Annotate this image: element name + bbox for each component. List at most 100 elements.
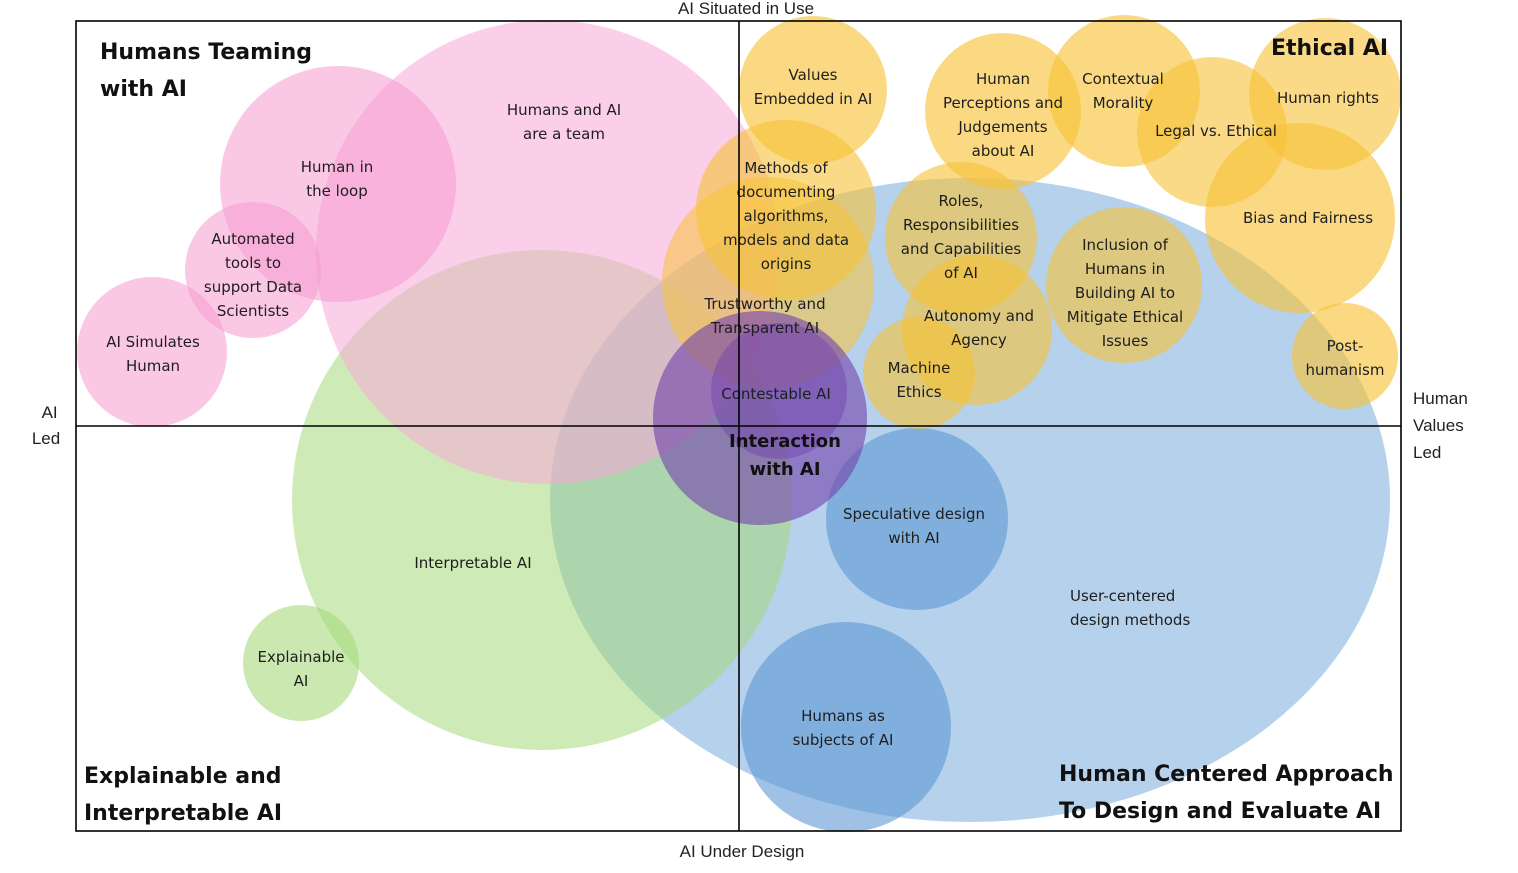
bubble-label-post-humanism: Post-humanism	[1306, 337, 1385, 379]
bubble-label-legal-vs-ethical: Legal vs. Ethical	[1155, 122, 1277, 140]
axis-bottom-label: AI Under Design	[680, 842, 805, 861]
bubble-label-line: Explainable	[257, 648, 344, 666]
bubble-label-line: Speculative design	[843, 505, 985, 523]
bubble-label-line: Machine	[888, 359, 951, 377]
bubble-speculative-design	[826, 428, 1008, 610]
quadrant-title-line: Human Centered Approach	[1059, 762, 1394, 787]
quadrant-title-line: To Design and Evaluate AI	[1059, 799, 1381, 824]
bubble-label-line: Humans as	[801, 707, 885, 725]
axis-left-line: Led	[32, 429, 60, 448]
quadrant-title-humans-teaming: Humans Teaming with AI	[100, 40, 320, 102]
axis-top-label: AI Situated in Use	[678, 0, 814, 18]
bubble-label-line: Contestable AI	[721, 385, 831, 403]
bubble-label-line: about AI	[972, 142, 1035, 160]
bubble-label-line: Automated	[211, 230, 294, 248]
bubble-label-line: Ethics	[896, 383, 941, 401]
bubble-label-user-centered-design-methods: User-centered design methods	[1070, 587, 1190, 629]
bubble-label-line: are a team	[523, 125, 605, 143]
axis-right-line: Led	[1413, 443, 1441, 462]
quadrant-title-human-centered: Human Centered Approach To Design and Ev…	[1059, 762, 1401, 824]
axis-left-line: AI	[42, 403, 58, 422]
bubble-label-humans-and-ai-are-a-team: Humans and AI are a team	[507, 101, 621, 143]
bubble-label-line: algorithms,	[744, 207, 829, 225]
bubble-label-line: with AI	[888, 529, 939, 547]
bubble-label-line: Roles,	[939, 192, 984, 210]
bubble-label-line: Transparent AI	[710, 319, 819, 337]
quadrant-title-ethical-ai: Ethical AI	[1271, 36, 1388, 61]
bubble-label-line: Mitigate Ethical	[1067, 308, 1183, 326]
bubble-label-line: origins	[761, 255, 812, 273]
bubble-label-line: models and data	[723, 231, 849, 249]
bubble-label-line: with AI	[749, 459, 820, 480]
axis-left-label: AI Led	[32, 403, 63, 448]
bubble-label-line: Legal vs. Ethical	[1155, 122, 1277, 140]
quadrant-title-explainable-interpretable: Explainable and Interpretable AI	[84, 764, 289, 826]
axis-right-line: Values	[1413, 416, 1464, 435]
bubble-label-interaction-with-ai: Interaction with AI	[729, 431, 841, 480]
bubble-label-line: Humans and AI	[507, 101, 621, 119]
bubble-label-line: the loop	[306, 182, 367, 200]
bubble-label-line: Issues	[1102, 332, 1149, 350]
bubble-label-line: Agency	[951, 331, 1007, 349]
bubble-label-human-in-the-loop: Human in the loop	[301, 158, 374, 200]
bubble-label-line: documenting	[737, 183, 836, 201]
bubble-label-line: Human rights	[1277, 89, 1379, 107]
bubble-interaction-with-ai	[653, 311, 867, 525]
bubble-label-line: Contextual	[1082, 70, 1164, 88]
bubble-ai-simulates-human	[77, 277, 227, 427]
bubble-post-humanism	[1292, 303, 1398, 409]
bubble-label-line: Interpretable AI	[414, 554, 531, 572]
axis-right-line: Human	[1413, 389, 1468, 408]
axis-right-label: Human Values Led	[1413, 389, 1473, 462]
bubble-label-line: Judgements	[957, 118, 1047, 136]
bubble-label-line: AI	[294, 672, 309, 690]
bubble-label-line: support Data	[204, 278, 302, 296]
bubble-label-line: Methods of	[744, 159, 828, 177]
bubble-label-line: Trustworthy and	[703, 295, 825, 313]
bubble-human-perceptions	[925, 33, 1081, 189]
bubble-label-line: AI Simulates	[106, 333, 200, 351]
quadrant-title-line: Interpretable AI	[84, 801, 282, 826]
quadrant-title-line: Humans Teaming	[100, 40, 312, 65]
bubble-automated-tools	[185, 202, 321, 338]
bubble-label-speculative-design: Speculative design with AI	[843, 505, 985, 547]
bubble-label-line: tools to	[225, 254, 281, 272]
bubble-label-humans-as-subjects: Humans as subjects of AI	[793, 707, 894, 749]
bubble-label-line: User-centered	[1070, 587, 1175, 605]
bubble-label-line: subjects of AI	[793, 731, 894, 749]
bubble-label-bias-and-fairness: Bias and Fairness	[1243, 209, 1373, 227]
bubble-label-line: Interaction	[729, 431, 841, 452]
bubble-label-methods-of-documenting: Methods of documenting algorithms, models a…	[723, 159, 849, 273]
quadrant-title-line: Ethical AI	[1271, 36, 1388, 61]
bubble-label-line: Human	[126, 357, 180, 375]
bubble-explainable-ai	[243, 605, 359, 721]
bubble-label-line: Embedded in AI	[754, 90, 873, 108]
bubble-label-contestable-ai: Contestable AI	[721, 385, 831, 403]
quadrant-title-line: Explainable and	[84, 764, 282, 789]
bubble-label-line: Values	[788, 66, 837, 84]
bubble-label-line: Human in	[301, 158, 374, 176]
bubble-label-line: design methods	[1070, 611, 1190, 629]
bubble-humans-as-subjects	[741, 622, 951, 832]
bubble-label-line: humanism	[1306, 361, 1385, 379]
bubble-inclusion-of-humans	[1046, 207, 1202, 363]
bubble-bias-and-fairness	[1205, 123, 1395, 313]
quadrant-title-line: with AI	[100, 77, 187, 102]
bubble-label-line: and Capabilities	[901, 240, 1022, 258]
bubble-label-line: Inclusion of	[1082, 236, 1168, 254]
bubble-label-line: Perceptions and	[943, 94, 1063, 112]
bubble-label-line: of AI	[944, 264, 978, 282]
